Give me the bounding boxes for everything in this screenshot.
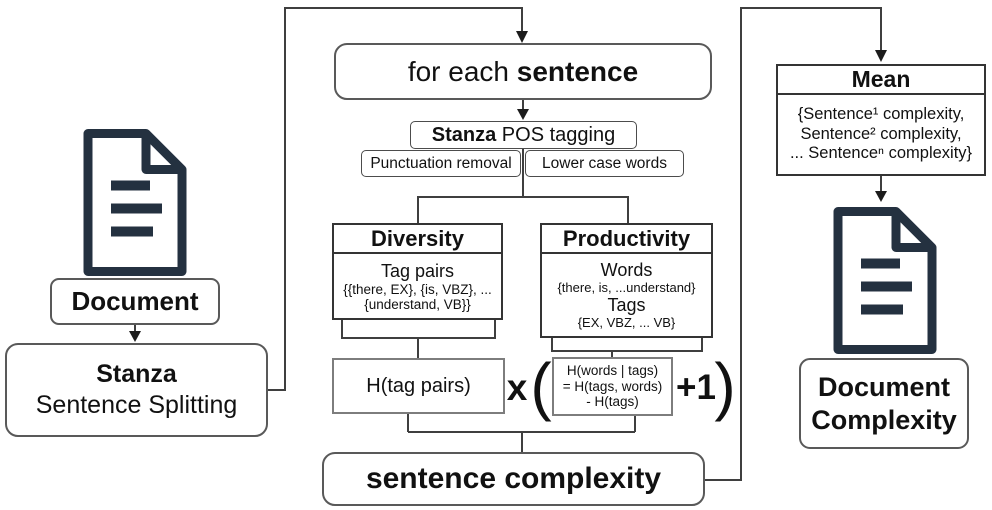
arrowhead-document bbox=[875, 191, 887, 202]
pos-tagging-text: Stanza POS tagging bbox=[431, 123, 616, 146]
sentence-splitting-box: Stanza Sentence Splitting bbox=[5, 343, 268, 437]
document-complexity-label: Document Complexity bbox=[799, 358, 969, 449]
productivity-title: Productivity bbox=[542, 225, 711, 254]
mean-title: Mean bbox=[778, 66, 984, 95]
mean-body: {Sentence¹ complexity, Sentence² complex… bbox=[789, 105, 973, 163]
for-each-text: for each sentence bbox=[407, 55, 639, 87]
open-paren: ( bbox=[530, 350, 552, 422]
document-icon bbox=[833, 207, 937, 354]
connector-diversity-bracket bbox=[341, 320, 496, 358]
arrowhead-splitter bbox=[129, 331, 141, 342]
diversity-title: Diversity bbox=[334, 225, 501, 254]
productivity-body: Words {there, is, ...understand} Tags {E… bbox=[557, 260, 696, 330]
arrowhead-mean bbox=[875, 50, 887, 62]
productivity-box: Productivity Words {there, is, ...unders… bbox=[540, 223, 713, 338]
diversity-body: Tag pairs {{there, EX}, {is, VBZ}, ... {… bbox=[343, 260, 492, 312]
sentence-splitting-line1: Stanza bbox=[96, 360, 177, 388]
arrowhead-foreach bbox=[516, 31, 528, 43]
for-each-sentence-box: for each sentence bbox=[334, 43, 712, 100]
diversity-box: Diversity Tag pairs {{there, EX}, {is, V… bbox=[332, 223, 503, 320]
h-tag-pairs-box: H(tag pairs) bbox=[332, 358, 505, 414]
close-paren: ) bbox=[714, 350, 736, 422]
lower-case-box: Lower case words bbox=[525, 150, 684, 177]
mean-box: Mean {Sentence¹ complexity, Sentence² co… bbox=[776, 64, 986, 176]
formula-inner-box: H(words | tags) = H(tags, words) - H(tag… bbox=[552, 357, 673, 416]
sentence-complexity-box: sentence complexity bbox=[322, 452, 705, 506]
connector-productivity-bracket bbox=[551, 338, 703, 357]
document-icon bbox=[83, 129, 187, 276]
pos-tagging-box: Stanza POS tagging bbox=[410, 121, 637, 149]
document-label: Document bbox=[50, 278, 220, 325]
sentence-splitting-line2: Sentence Splitting bbox=[35, 391, 238, 419]
punctuation-removal-box: Punctuation removal bbox=[361, 150, 521, 177]
arrowhead-pos bbox=[517, 109, 529, 120]
connector-merge-bracket bbox=[407, 414, 636, 452]
